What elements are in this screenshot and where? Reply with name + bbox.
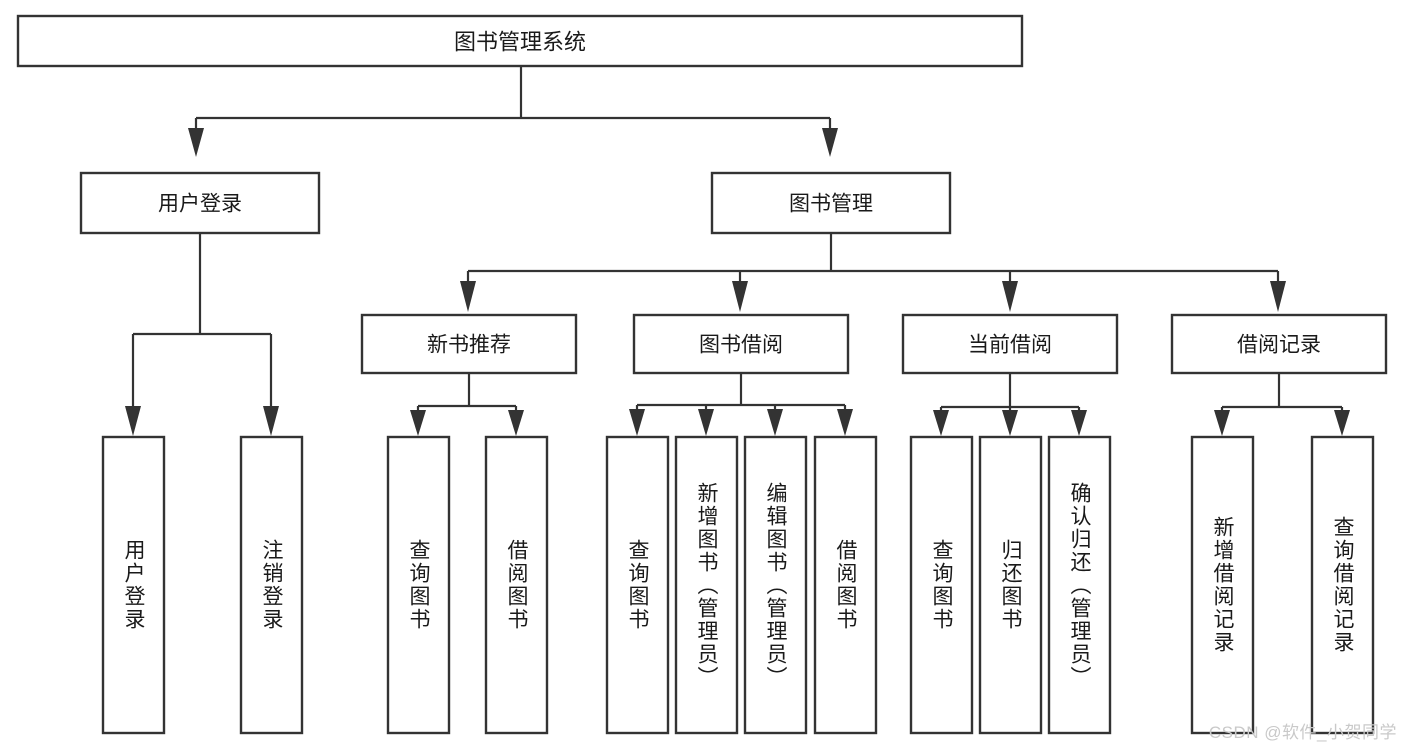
current-borrow-label: 当前借阅	[968, 334, 1052, 357]
connector-current-borrow-to-leaves	[933, 373, 1087, 436]
connector-new-book-recommend-to-leaves	[410, 373, 524, 436]
arrow-to-current-borrow	[1002, 281, 1018, 312]
leaf-label-borrow-book-2: 借阅图书	[834, 539, 857, 631]
leaf-label-edit-book: 编辑图书（管理员）	[764, 481, 787, 689]
node-user-login[interactable]: 用户登录	[79, 171, 321, 235]
leaf-box-borrow-book-2[interactable]	[813, 435, 878, 735]
connector-root-to-level2	[188, 66, 838, 157]
book-borrow-label: 图书借阅	[699, 334, 783, 357]
root-box[interactable]	[16, 14, 1024, 68]
leaf-label-query-record: 查询借阅记录	[1331, 516, 1354, 654]
leaf-box-confirm-return[interactable]	[1047, 435, 1112, 735]
leaf-label-confirm-return: 确认归还（管理员）	[1068, 481, 1091, 689]
borrow-record-label: 借阅记录	[1237, 334, 1321, 357]
arrow-to-leaf-confirm-return	[1071, 410, 1087, 436]
node-borrow-record[interactable]: 借阅记录	[1170, 313, 1388, 375]
node-book-manage[interactable]: 图书管理	[710, 171, 952, 235]
leaf-box-edit-book[interactable]	[743, 435, 808, 735]
arrow-to-leaf-add-book	[698, 409, 714, 436]
leaf-label-add-record: 新增借阅记录	[1211, 516, 1234, 654]
new-book-recommend-box[interactable]	[360, 313, 578, 375]
leaf-label-return-book: 归还图书	[999, 539, 1022, 631]
leaf-box-borrow-book-1[interactable]	[484, 435, 549, 735]
user-login-label: 用户登录	[158, 193, 242, 216]
leaf-box-query-book-1[interactable]	[386, 435, 451, 735]
leaf-box-user-login[interactable]	[101, 435, 166, 735]
leaf-box-return-book[interactable]	[978, 435, 1043, 735]
arrow-to-user-login	[188, 128, 204, 157]
leaf-label-query-book-2: 查询图书	[626, 539, 649, 631]
leaf-box-logout[interactable]	[239, 435, 304, 735]
arrow-to-leaf-query-record	[1334, 410, 1350, 436]
connector-book-borrow-to-leaves	[629, 373, 853, 436]
connector-borrow-record-to-leaves	[1214, 373, 1350, 436]
arrow-to-borrow-record	[1270, 281, 1286, 312]
connector-user-login-to-leaves	[125, 233, 279, 436]
arrow-to-book-borrow	[732, 281, 748, 312]
leaf-box-query-book-2[interactable]	[605, 435, 670, 735]
arrow-to-leaf-borrow-book-1	[508, 410, 524, 436]
leaf-label-query-book-1: 查询图书	[407, 539, 430, 631]
leaf-label-add-book: 新增图书（管理员）	[695, 481, 718, 689]
root-label: 图书管理系统	[454, 30, 586, 55]
arrow-to-leaf-query-book-3	[933, 410, 949, 436]
arrow-to-leaf-query-book-2	[629, 409, 645, 436]
new-book-recommend-label: 新书推荐	[427, 334, 511, 357]
arrow-to-leaf-logout	[263, 406, 279, 436]
arrow-to-book-manage	[822, 128, 838, 157]
connector-book-manage-to-level3	[460, 233, 1286, 312]
arrow-to-leaf-add-record	[1214, 410, 1230, 436]
node-current-borrow[interactable]: 当前借阅	[901, 313, 1119, 375]
book-borrow-box[interactable]	[632, 313, 850, 375]
leaf-label-user-login: 用户登录	[122, 539, 145, 631]
leaf-box-add-book[interactable]	[674, 435, 739, 735]
leaf-label-borrow-book-1: 借阅图书	[505, 539, 528, 631]
book-manage-label: 图书管理	[789, 193, 873, 216]
borrow-record-box[interactable]	[1170, 313, 1388, 375]
node-new-book-recommend[interactable]: 新书推荐	[360, 313, 578, 375]
leaf-box-add-record[interactable]	[1190, 435, 1255, 735]
arrow-to-new-book-recommend	[460, 281, 476, 312]
node-root[interactable]: 图书管理系统	[16, 14, 1024, 68]
arrow-to-leaf-user-login	[125, 406, 141, 436]
node-book-borrow[interactable]: 图书借阅	[632, 313, 850, 375]
leaf-box-query-record[interactable]	[1310, 435, 1375, 735]
book-manage-box[interactable]	[710, 171, 952, 235]
leaf-box-query-book-3[interactable]	[909, 435, 974, 735]
arrow-to-leaf-query-book-1	[410, 410, 426, 436]
arrow-to-leaf-borrow-book-2	[837, 409, 853, 436]
arrow-to-leaf-edit-book	[767, 409, 783, 436]
leaf-label-query-book-3: 查询图书	[930, 539, 953, 631]
leaf-label-logout: 注销登录	[260, 539, 283, 631]
arrow-to-leaf-return-book	[1002, 410, 1018, 436]
